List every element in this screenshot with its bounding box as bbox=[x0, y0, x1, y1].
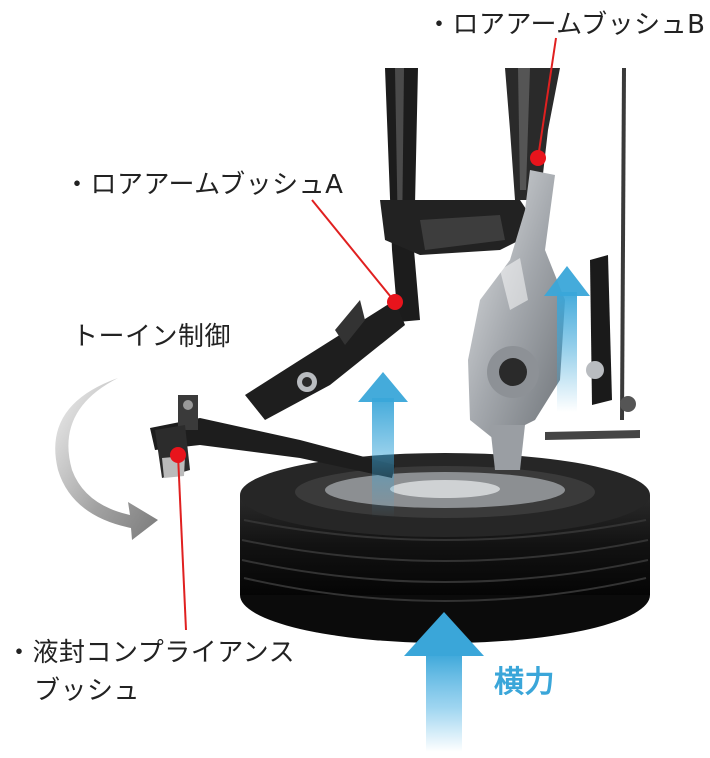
callout-bush-a bbox=[311, 199, 403, 310]
label-lower-arm-bush-a: ・ロアアームブッシュA bbox=[64, 170, 344, 200]
knuckle bbox=[468, 170, 565, 470]
label-toe-in-control: トーイン制御 bbox=[72, 322, 232, 352]
callout-bush-b bbox=[530, 37, 557, 166]
tire bbox=[240, 453, 650, 643]
lateral-force-arrow bbox=[404, 612, 484, 752]
label-fluid-compliance-line2: ブッシュ bbox=[34, 676, 141, 706]
force-arrow-small-left bbox=[358, 372, 408, 518]
stabilizer bbox=[545, 255, 640, 440]
force-arrow-small-right bbox=[544, 266, 590, 412]
toe-in-rotation-arrow bbox=[55, 378, 158, 540]
label-fluid-compliance-line1: ・液封コンプライアンス bbox=[6, 638, 296, 668]
callout-fluid-bush bbox=[170, 447, 187, 631]
label-lower-arm-bush-b: ・ロアアームブッシュB bbox=[426, 10, 706, 40]
label-lateral-force: 横力 bbox=[494, 665, 555, 700]
lower-arm-a bbox=[245, 300, 405, 420]
subframe bbox=[380, 68, 626, 420]
